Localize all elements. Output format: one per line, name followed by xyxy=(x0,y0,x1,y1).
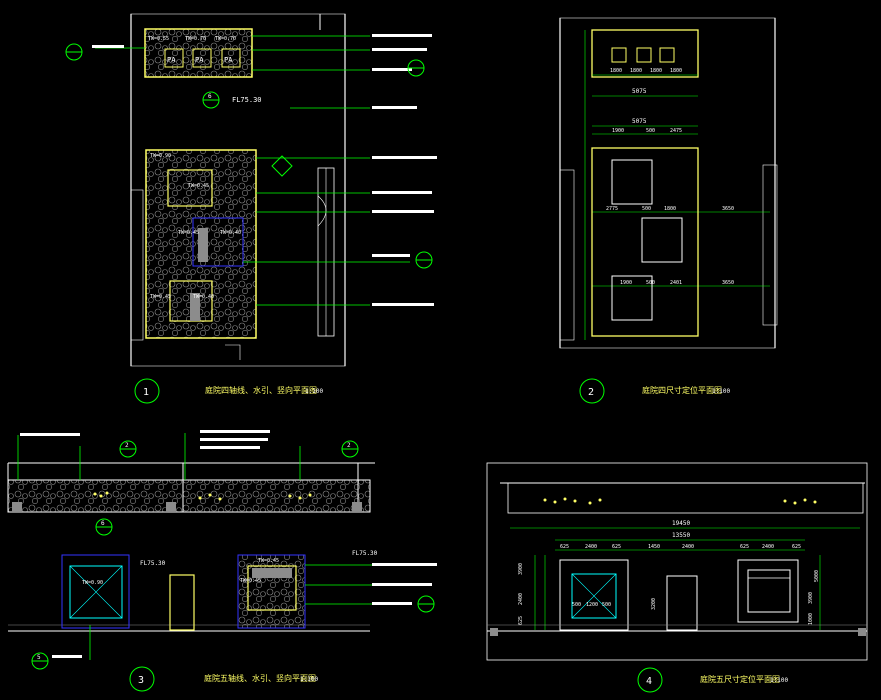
panel-title: 庭院五轴线、水引、竖向平面图 xyxy=(204,673,316,683)
level-label: TW=0.70 xyxy=(215,36,236,42)
svg-text:TW=0.45: TW=0.45 xyxy=(240,578,261,584)
pa-label: PA xyxy=(167,56,176,64)
svg-text:500: 500 xyxy=(646,128,655,134)
svg-text:2400: 2400 xyxy=(585,544,597,550)
svg-text:TW=0.45: TW=0.45 xyxy=(188,183,209,189)
panel-scale: 1:100 xyxy=(300,676,318,683)
svg-text:TW=0.90: TW=0.90 xyxy=(150,153,171,159)
svg-text:625: 625 xyxy=(518,616,524,625)
svg-text:500: 500 xyxy=(646,280,655,286)
panel-number: 2 xyxy=(588,387,594,398)
svg-text:625: 625 xyxy=(612,544,621,550)
level-label: TW=0.70 xyxy=(185,36,206,42)
pa-label: PA xyxy=(195,56,204,64)
panel-number: 4 xyxy=(646,676,652,687)
svg-text:500: 500 xyxy=(642,206,651,212)
svg-text:1900: 1900 xyxy=(620,280,632,286)
svg-text:6: 6 xyxy=(101,520,105,527)
svg-text:2400: 2400 xyxy=(682,544,694,550)
svg-text:FL75.30: FL75.30 xyxy=(352,550,378,557)
svg-text:500: 500 xyxy=(602,602,611,608)
svg-text:1800: 1800 xyxy=(630,68,642,74)
panel-3-plan: TW=0.90 TW=0.45 TW=0.45 FL75.30 FL75.30 xyxy=(7,430,437,692)
svg-text:5075: 5075 xyxy=(632,88,647,95)
svg-text:3650: 3650 xyxy=(722,206,734,212)
panel-number: 1 xyxy=(143,387,149,398)
svg-text:TW=0.45: TW=0.45 xyxy=(150,294,171,300)
svg-text:1900: 1900 xyxy=(612,128,624,134)
panel-title: 庭院四尺寸定位平面图 xyxy=(642,385,722,395)
svg-text:2775: 2775 xyxy=(606,206,618,212)
svg-text:3200: 3200 xyxy=(651,598,657,610)
svg-text:2400: 2400 xyxy=(762,544,774,550)
panel-scale: 1:100 xyxy=(770,677,788,684)
level-label: TW=0.55 xyxy=(148,36,169,42)
svg-text:TW=0.45: TW=0.45 xyxy=(178,230,199,236)
svg-text:TW=0.40: TW=0.40 xyxy=(220,230,241,236)
svg-text:3900: 3900 xyxy=(518,563,524,575)
svg-text:5075: 5075 xyxy=(632,118,647,125)
svg-text:2401: 2401 xyxy=(670,280,682,286)
svg-text:1800: 1800 xyxy=(664,206,676,212)
svg-text:1450: 1450 xyxy=(648,544,660,550)
svg-text:1800: 1800 xyxy=(610,68,622,74)
svg-text:1800: 1800 xyxy=(650,68,662,74)
svg-text:1000: 1000 xyxy=(808,613,814,625)
panel-title: 庭院四轴线、水引、竖向平面图 xyxy=(205,385,317,395)
svg-text:6: 6 xyxy=(208,93,212,100)
svg-text:3650: 3650 xyxy=(722,280,734,286)
panel-scale: 1:100 xyxy=(305,388,323,395)
svg-text:TW=0.90: TW=0.90 xyxy=(82,580,103,586)
panel-4-plan: 19450 13550 625 2400 625 1450 2400 625 2… xyxy=(486,462,868,693)
svg-text:1800: 1800 xyxy=(670,68,682,74)
top-planter xyxy=(144,28,253,78)
fl-label: FL75.30 xyxy=(232,96,262,104)
pa-label: PA xyxy=(224,56,233,64)
svg-text:2475: 2475 xyxy=(670,128,682,134)
svg-text:5: 5 xyxy=(37,654,41,661)
svg-text:13550: 13550 xyxy=(672,532,690,539)
svg-text:2400: 2400 xyxy=(518,593,524,605)
section-marker: 6 xyxy=(202,91,220,109)
svg-text:2: 2 xyxy=(125,442,129,449)
svg-text:TW=0.45: TW=0.45 xyxy=(258,558,279,564)
svg-text:500: 500 xyxy=(572,602,581,608)
svg-text:TW=0.40: TW=0.40 xyxy=(193,294,214,300)
svg-text:3900: 3900 xyxy=(808,592,814,604)
svg-text:5000: 5000 xyxy=(814,570,820,582)
svg-text:1200: 1200 xyxy=(586,602,598,608)
panel-scale: 1:100 xyxy=(712,388,730,395)
panel-number: 3 xyxy=(138,675,144,686)
svg-text:625: 625 xyxy=(792,544,801,550)
svg-text:19450: 19450 xyxy=(672,520,690,527)
svg-text:FL75.30: FL75.30 xyxy=(140,560,166,567)
svg-text:625: 625 xyxy=(560,544,569,550)
svg-text:2: 2 xyxy=(347,442,351,449)
panel-2-plan: 5075 5075 1900 500 2475 1800 1800 1800 1… xyxy=(559,17,778,404)
panel-1-plan: PA PA PA TW=0.55 TW=0.70 TW=0.70 6 FL75.… xyxy=(65,13,437,404)
panel-title: 庭院五尺寸定位平面图 xyxy=(700,674,780,684)
svg-text:625: 625 xyxy=(740,544,749,550)
